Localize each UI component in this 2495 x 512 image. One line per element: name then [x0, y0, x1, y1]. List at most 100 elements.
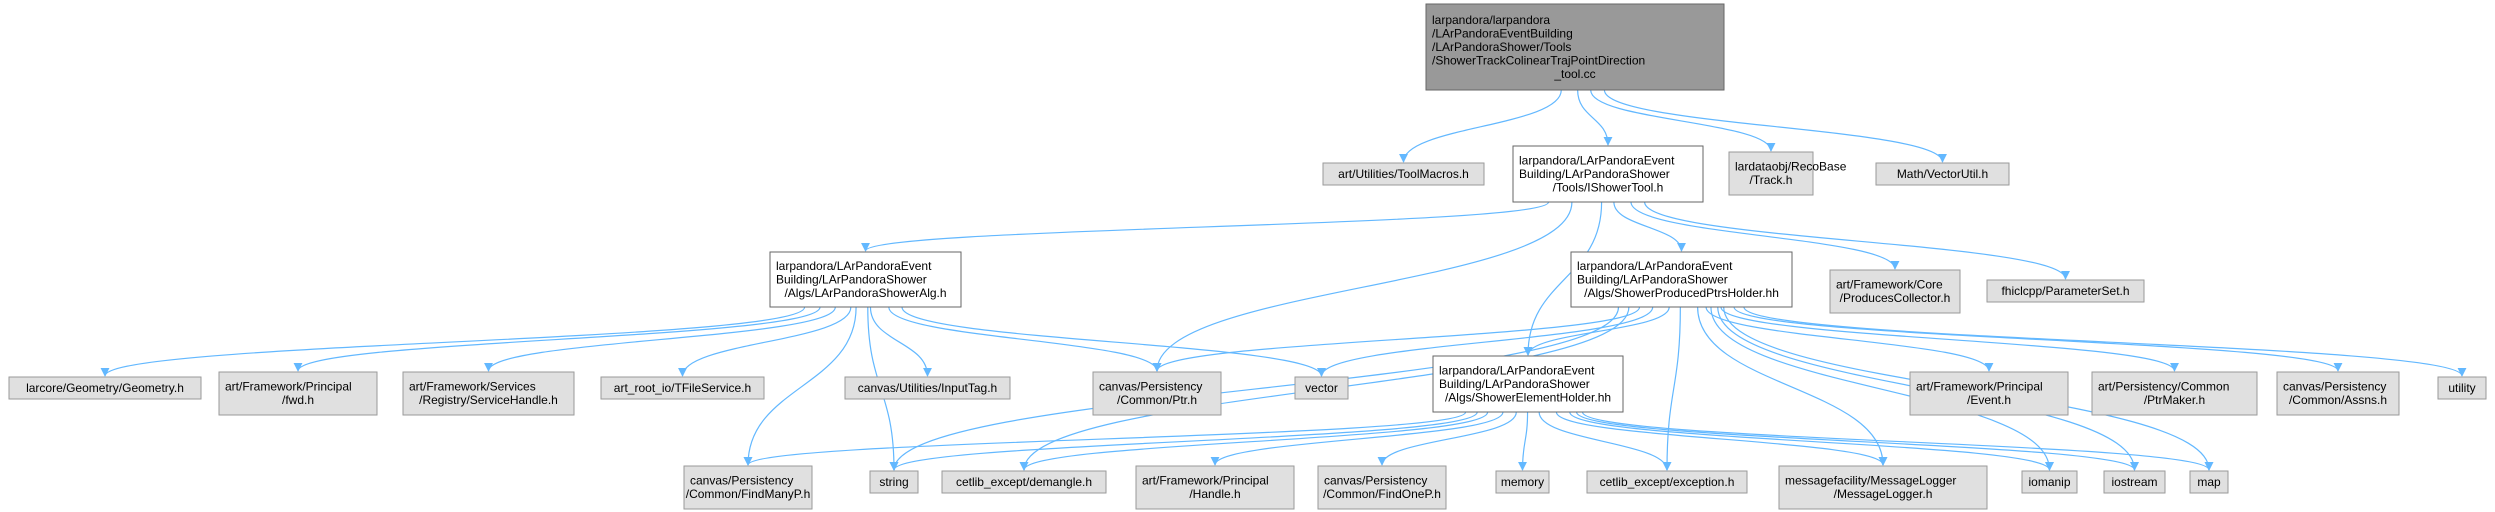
node-box — [1570, 251, 1793, 308]
edge-elementholder-to-exception — [1538, 411, 1672, 471]
node-box — [1586, 470, 1748, 494]
edge-elementholder-to-messagelogger — [1555, 411, 1888, 466]
node-box — [769, 251, 962, 308]
node-assns: canvas/Persistency/Common/Assns.h — [2276, 371, 2400, 416]
edge-ptrsholder-to-exception — [1662, 306, 1681, 471]
node-label-line: art/Framework/Principal — [1916, 380, 2043, 394]
node-label-line: cetlib_except/demangle.h — [956, 475, 1092, 489]
node-label-line: canvas/Utilities/InputTag.h — [858, 381, 997, 395]
node-label-line: /ShowerTrackColinearTrajPointDirection — [1432, 53, 1645, 67]
node-label-line: lardataobj/RecoBase — [1735, 160, 1847, 174]
node-label-line: memory — [1501, 475, 1544, 489]
edge-showeralg-to-servicehandle — [484, 306, 836, 372]
node-findmanyp: canvas/Persistency/Common/FindManyP.h — [683, 465, 813, 510]
node-elementholder[interactable]: larpandora/LArPandoraEventBuilding/LArPa… — [1432, 355, 1624, 413]
edge-root-to-track — [1590, 89, 1776, 152]
node-box — [1432, 355, 1624, 413]
node-utility: utility — [2437, 376, 2487, 400]
node-box — [683, 465, 813, 510]
node-label-line: art/Framework/Principal — [225, 380, 352, 394]
edge-ptrsholder-to-event — [1705, 306, 1994, 372]
node-label-line: Building/LArPandoraShower — [1577, 272, 1728, 286]
edge-elementholder-to-findmanyp — [743, 411, 1467, 466]
node-box — [1092, 371, 1222, 416]
edge-ptrsholder-to-utility — [1743, 306, 2467, 377]
node-event: art/Framework/Principal/Event.h — [1909, 371, 2069, 416]
edge-ptrsholder-to-ptrmaker — [1720, 306, 2179, 372]
edge-showeralg-to-ptr — [888, 306, 1162, 372]
edge-elementholder-to-findonep — [1377, 411, 1517, 466]
edge-showeralg-to-fwd — [293, 306, 821, 372]
node-label-line: art_root_io/TFileService.h — [614, 381, 751, 395]
edge-layer — [100, 89, 2467, 471]
node-memory: memory — [1495, 470, 1550, 494]
node-label-line: _tool.cc — [1553, 67, 1595, 81]
node-box — [1135, 465, 1295, 510]
node-showeralg[interactable]: larpandora/LArPandoraEventBuilding/LArPa… — [769, 251, 962, 308]
node-label-line: /Algs/LArPandoraShowerAlg.h — [784, 286, 946, 300]
node-box — [869, 470, 919, 494]
node-root[interactable]: larpandora/larpandora/LArPandoraEventBui… — [1425, 3, 1725, 91]
node-box — [2189, 470, 2229, 494]
node-label-line: art/Framework/Core — [1836, 278, 1943, 292]
node-ishowertool[interactable]: larpandora/LArPandoraEventBuilding/LArPa… — [1512, 145, 1704, 203]
edge-showeralg-to-tfileservice — [678, 306, 852, 377]
edge-root-to-ishowertool — [1577, 89, 1613, 146]
node-label-line: Math/VectorUtil.h — [1897, 167, 1988, 181]
node-map: map — [2189, 470, 2229, 494]
edge-ptrsholder-to-iomanip — [1710, 306, 2054, 471]
edge-root-to-toolmacros — [1399, 89, 1562, 163]
node-label-line: /Algs/ShowerElementHolder.hh — [1445, 390, 1611, 404]
node-parameterset: fhiclcpp/ParameterSet.h — [1986, 279, 2145, 303]
edge-elementholder-to-demangle — [1019, 411, 1489, 471]
node-label-line: messagefacility/MessageLogger — [1785, 474, 1956, 488]
node-label-line: canvas/Persistency — [1099, 380, 1202, 394]
edge-showeralg-to-findmanyp — [743, 306, 857, 466]
node-label-line: /Track.h — [1750, 173, 1793, 187]
node-label-line: larpandora/LArPandoraEvent — [1519, 153, 1675, 167]
node-label-line: /MessageLogger.h — [1834, 487, 1933, 501]
node-ptr: canvas/Persistency/Common/Ptr.h — [1092, 371, 1222, 416]
node-label-line: /Event.h — [1967, 393, 2011, 407]
node-label-line: /Common/Ptr.h — [1117, 393, 1197, 407]
node-label-line: canvas/Persistency — [1324, 474, 1427, 488]
edge-elementholder-to-handle — [1210, 411, 1504, 466]
edge-ptrsholder-to-ptr — [1152, 306, 1641, 372]
edge-root-to-vectorutil — [1603, 89, 1947, 163]
node-label-line: larpandora/LArPandoraEvent — [1439, 363, 1595, 377]
node-box — [1728, 151, 1814, 196]
node-box — [2021, 470, 2078, 494]
node-string: string — [869, 470, 919, 494]
node-box — [1909, 371, 2069, 416]
node-producescollector: art/Framework/Core/ProducesCollector.h — [1829, 269, 1961, 314]
edge-showeralg-to-inputtag — [869, 306, 932, 377]
node-label-line: larpandora/larpandora — [1432, 13, 1550, 27]
node-box — [1495, 470, 1550, 494]
node-label-line: Building/LArPandoraShower — [1519, 167, 1670, 181]
node-label-line: /fwd.h — [282, 393, 314, 407]
node-label-line: art/Persistency/Common — [2098, 380, 2229, 394]
node-layer: larpandora/larpandora/LArPandoraEventBui… — [8, 3, 2487, 510]
node-vectorutil: Math/VectorUtil.h — [1875, 162, 2010, 186]
edge-ptrsholder-to-messagelogger — [1697, 306, 1888, 466]
edge-ptrsholder-to-elementholder — [1523, 306, 1670, 356]
node-box — [1294, 376, 1349, 400]
node-label-line: canvas/Persistency — [2283, 380, 2386, 394]
node-label-line: /Common/FindOneP.h — [1323, 487, 1441, 501]
node-label-line: iomanip — [2028, 475, 2070, 489]
edge-ishowertool-to-ptr — [1152, 201, 1573, 372]
edge-ishowertool-to-ptrsholder — [1613, 201, 1686, 252]
node-findonep: canvas/Persistency/Common/FindOneP.h — [1317, 465, 1447, 510]
node-label-line: /Registry/ServiceHandle.h — [419, 393, 558, 407]
node-iostream: iostream — [2103, 470, 2166, 494]
node-servicehandle: art/Framework/Services/Registry/ServiceH… — [402, 371, 575, 416]
edge-ptrsholder-to-assns — [1733, 306, 2343, 372]
edge-showeralg-to-vector — [901, 306, 1326, 377]
node-label-line: larpandora/LArPandoraEvent — [1577, 259, 1733, 273]
node-ptrsholder[interactable]: larpandora/LArPandoraEventBuilding/LArPa… — [1570, 251, 1793, 308]
node-ptrmaker: art/Persistency/Common/PtrMaker.h — [2091, 371, 2258, 416]
node-label-line: /ProducesCollector.h — [1840, 291, 1951, 305]
edge-ptrsholder-to-vector — [1317, 306, 1654, 377]
